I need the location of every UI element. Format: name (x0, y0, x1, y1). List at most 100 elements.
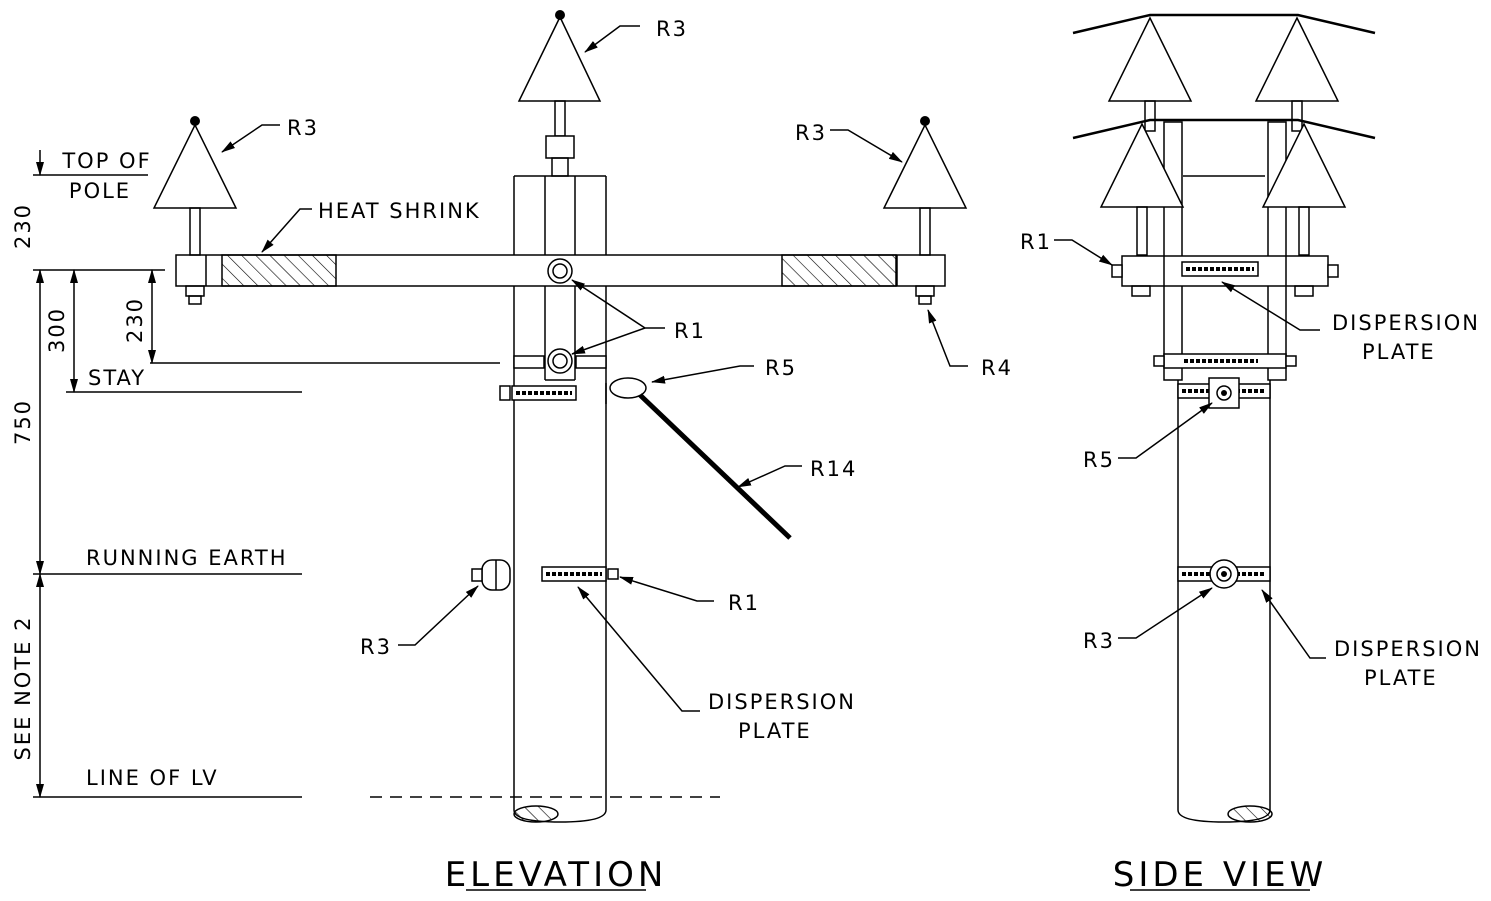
side-bracket-left (1163, 121, 1183, 381)
label-dispersion-2: PLATE (738, 719, 812, 743)
label-heat-shrink: HEAT SHRINK (318, 199, 481, 223)
elevation-title: ELEVATION (445, 855, 668, 895)
right-insulator-tip (920, 116, 930, 126)
right-nut-lower (918, 295, 932, 305)
strap-right (575, 355, 607, 369)
label-r14: R14 (810, 457, 857, 481)
leader-r1-plate (619, 576, 714, 602)
pole-cross-section (513, 805, 559, 823)
conductor-bottom (1072, 118, 1376, 140)
label-dispersion-1: DISPERSION (708, 690, 856, 714)
left-nut (185, 285, 205, 297)
side-bracket-right (1267, 121, 1287, 381)
dim-300-label: 300 (45, 307, 69, 353)
label-r1-crossarm: R1 (674, 319, 706, 343)
side-leader-dispersion-top (1221, 281, 1320, 331)
label-r5: R5 (765, 356, 797, 380)
side-stay-bolt-center (1221, 390, 1227, 396)
side-stay-bolt (1216, 385, 1232, 401)
left-insulator (152, 123, 238, 209)
label-r3-left: R3 (287, 116, 319, 140)
conductor-top (1072, 13, 1376, 35)
label-r3-top: R3 (656, 17, 688, 41)
side-insulator-lower-left (1099, 122, 1185, 208)
side-leader-r1 (1054, 239, 1113, 266)
strap-left (513, 355, 545, 369)
side-earth-insulator-inner (1216, 566, 1232, 582)
side-pole-cross-section (1227, 805, 1273, 823)
leader-r1-lower (571, 327, 646, 355)
leader-r3-left (221, 124, 280, 153)
side-label-dispersion-top-1: DISPERSION (1332, 311, 1480, 335)
top-of-pole-label-1: TOP OF (61, 149, 151, 173)
left-nut-lower (188, 295, 202, 305)
dim-230-inner-label: 230 (123, 297, 147, 343)
elevation-view: R3 R3 R3 HEAT SHRINK R1 R4 R5 R14 R1 R3 … (152, 10, 1013, 895)
side-nut-left (1131, 285, 1151, 297)
side-upper-pin-right (1291, 100, 1303, 132)
leader-heat-shrink (261, 208, 312, 253)
side-leader-r3 (1118, 587, 1213, 639)
left-insulator-pin (189, 207, 201, 256)
leader-dispersion (577, 586, 700, 712)
leader-r14 (737, 465, 802, 488)
side-label-r5: R5 (1083, 448, 1115, 472)
lower-bolt-inner (552, 353, 568, 369)
line-of-lv-label: LINE OF LV (86, 766, 219, 790)
dimension-group: TOP OF POLE 230 300 230 750 SEE NOTE 2 S… (11, 149, 500, 798)
earth-insulator-nut (471, 568, 483, 582)
side-middle-nut-right (1285, 355, 1297, 367)
left-insulator-tip (190, 116, 200, 126)
dispersion-plate-nut (607, 568, 619, 580)
right-insulator-pin (919, 207, 931, 256)
crossarm-bolt-inner (552, 263, 568, 279)
stay-eye (609, 377, 647, 399)
running-earth-label: RUNNING EARTH (86, 546, 288, 570)
stay-label: STAY (88, 366, 146, 390)
crossarm-bolt (547, 258, 573, 284)
leader-r4 (927, 309, 968, 367)
side-lower-pin-right (1298, 206, 1310, 256)
top-insulator-pin (554, 100, 566, 137)
right-nut (915, 285, 935, 297)
heat-shrink-left (221, 254, 337, 287)
top-insulator-tip (555, 10, 565, 20)
leader-r3-right (830, 129, 903, 163)
top-insulator (517, 15, 602, 102)
side-label-dispersion-top-2: PLATE (1362, 340, 1436, 364)
leader-r3-top (584, 25, 640, 53)
top-of-pole-label-2: POLE (69, 179, 131, 203)
side-insulator-upper-right (1254, 16, 1340, 102)
label-r3-right: R3 (795, 121, 827, 145)
side-bolt-head-left (1111, 264, 1123, 278)
side-view: R1 DISPERSION PLATE R5 R3 DISPERSION PLA… (1020, 13, 1482, 895)
label-r3-earth: R3 (360, 635, 392, 659)
leader-r3-earth (398, 585, 479, 646)
label-r1-plate: R1 (728, 591, 760, 615)
right-insulator (882, 123, 968, 209)
leader-r5 (651, 365, 754, 384)
dim-230-top-label: 230 (11, 203, 35, 249)
stay-clamp-nut (499, 385, 511, 401)
lower-bolt (547, 348, 573, 374)
side-label-dispersion-bottom-2: PLATE (1364, 666, 1438, 690)
side-middle-nut-left (1153, 355, 1165, 367)
side-leader-r5 (1118, 402, 1213, 459)
see-note-label: SEE NOTE 2 (11, 616, 35, 761)
label-r4: R4 (981, 356, 1013, 380)
leader-r1-upper (571, 279, 665, 329)
side-label-dispersion-bottom-1: DISPERSION (1334, 637, 1482, 661)
pin-clamp (545, 135, 575, 159)
dim-750-label: 750 (11, 399, 35, 445)
side-upper-pin-left (1144, 100, 1156, 132)
side-label-r1: R1 (1020, 230, 1052, 254)
side-nut-right (1294, 285, 1314, 297)
side-pole-body (1177, 380, 1271, 810)
side-insulator-upper-left (1107, 16, 1193, 102)
side-insulator-lower-right (1261, 122, 1347, 208)
side-view-title: SIDE VIEW (1113, 855, 1327, 895)
side-lower-pin-left (1136, 206, 1148, 256)
heat-shrink-right (781, 254, 897, 287)
